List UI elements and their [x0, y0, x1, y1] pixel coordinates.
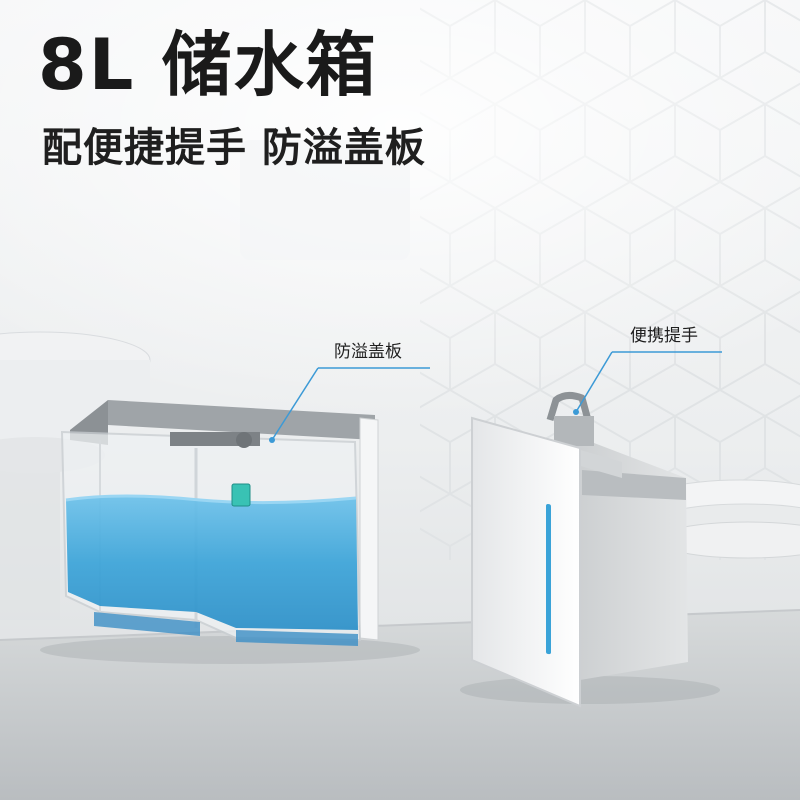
callout-line-handle: [573, 351, 722, 415]
headline: 8L 储水箱: [38, 24, 378, 106]
callout-label-lid: 防溢盖板: [334, 342, 402, 362]
subheadline: 配便捷提手 防溢盖板: [42, 125, 426, 171]
callout-line-lid: [269, 367, 430, 443]
tank-closed: [460, 391, 720, 708]
callout-label-handle: 便携提手: [630, 326, 698, 346]
tank-cutaway: [40, 400, 420, 664]
